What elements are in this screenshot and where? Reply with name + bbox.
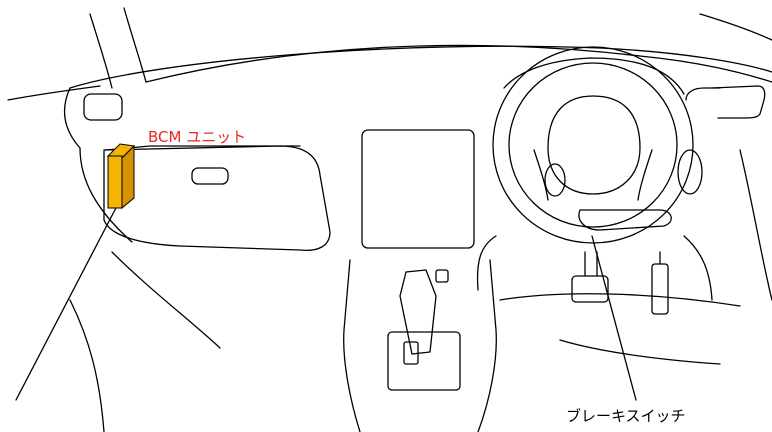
- center-console-left: [343, 259, 361, 432]
- a-pillar-left: [89, 13, 113, 89]
- steering-button-left: [544, 163, 566, 197]
- lower-dash-line: [79, 147, 133, 243]
- center-display-panel: [361, 129, 475, 249]
- right-floor-edge: [499, 293, 741, 307]
- brake-callout-leader: [591, 235, 637, 401]
- dashboard-top: [69, 45, 772, 89]
- shift-lever: [399, 269, 437, 355]
- glovebox-panel: [103, 145, 331, 252]
- bcm-unit-label: BCM ユニット: [148, 128, 247, 146]
- accelerator-pedal: [651, 263, 669, 315]
- right-door-edge: [739, 149, 772, 301]
- shift-knob-button: [435, 269, 449, 283]
- bcm-unit-box: [106, 143, 136, 210]
- steering-shroud-right: [683, 235, 713, 301]
- left-callout-leader: [15, 203, 119, 401]
- windshield-lower-edge: [145, 44, 772, 83]
- dashboard-left-end: [63, 87, 81, 149]
- brake-switch-label: ブレーキスイッチ: [566, 407, 686, 425]
- left-seat-edge: [69, 299, 105, 432]
- brake-pedal: [571, 275, 609, 303]
- right-air-vent-b: [711, 85, 766, 119]
- left-door-edge: [7, 85, 101, 101]
- steering-spoke-left: [533, 149, 549, 201]
- shifter-gate: [387, 331, 461, 391]
- roof-edge: [699, 13, 772, 41]
- glovebox-handle: [191, 167, 229, 185]
- bcm-unit-front: [107, 155, 123, 209]
- steering-wheel-outer: [492, 46, 694, 244]
- steering-lower-pad: [578, 209, 672, 231]
- steering-hub: [547, 95, 641, 195]
- steering-button-right: [677, 149, 703, 195]
- right-seat-edge: [559, 339, 721, 365]
- steering-spoke-right: [637, 149, 653, 201]
- center-console-right: [477, 259, 497, 432]
- a-pillar-left-inner: [123, 7, 147, 83]
- left-air-vent: [83, 93, 123, 121]
- steering-shroud: [503, 57, 685, 95]
- left-footwell-edge: [111, 251, 221, 349]
- steering-wheel-inner: [508, 62, 678, 228]
- right-air-vent-a: [685, 87, 721, 101]
- steering-shroud-lower: [476, 235, 497, 291]
